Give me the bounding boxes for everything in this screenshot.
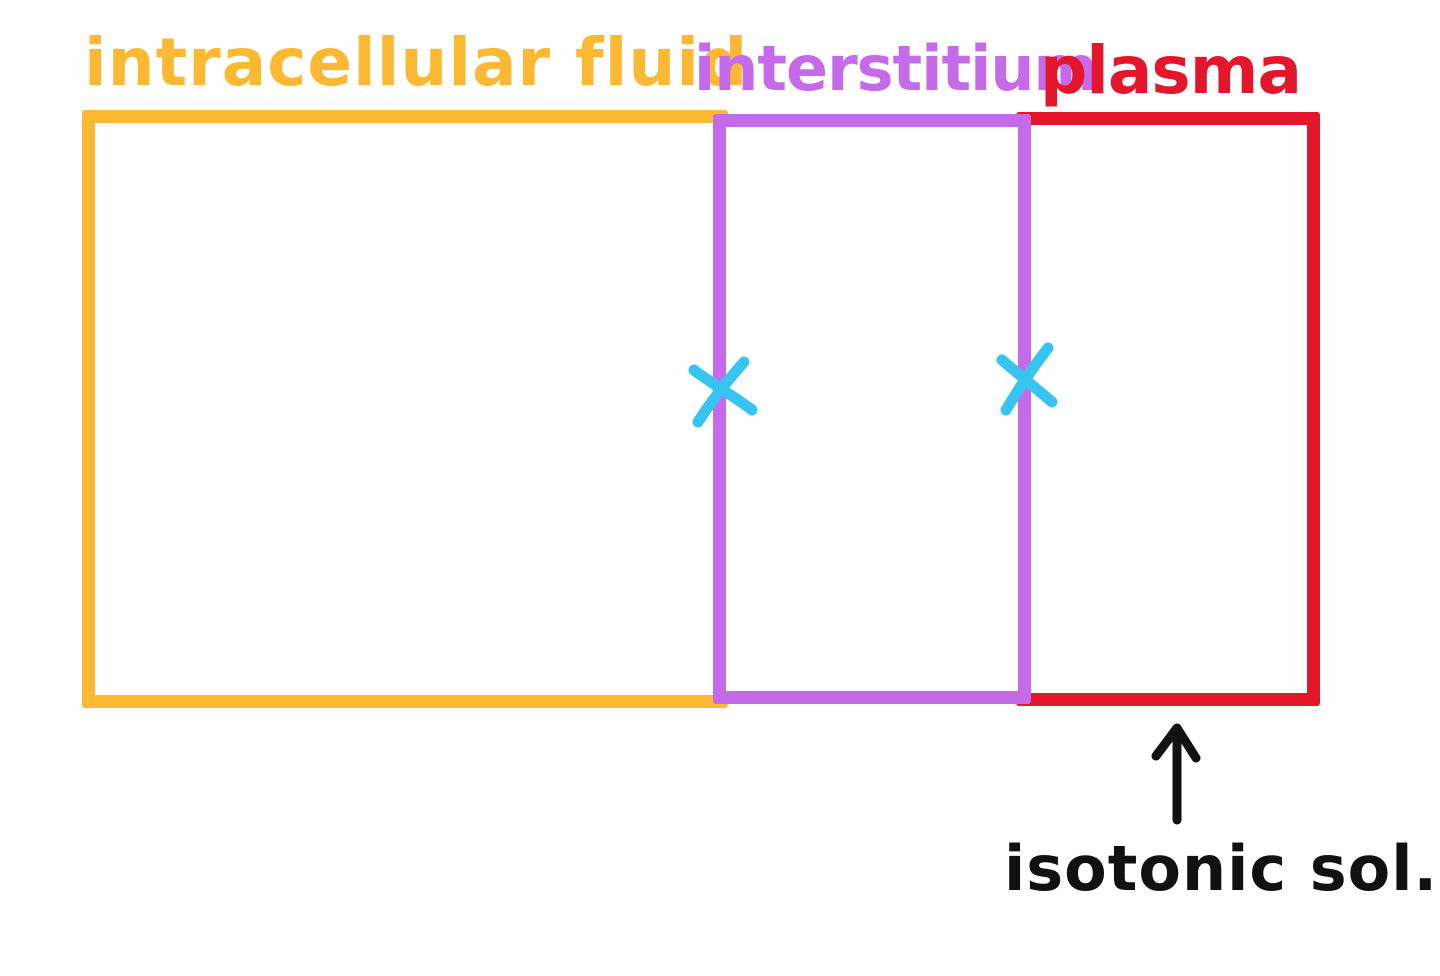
interstitium-label: interstitium [694,32,1098,105]
intracellular-fluid-label: intracellular fluid [84,24,749,101]
x-mark-icon [688,356,758,428]
interstitium-compartment [713,114,1031,704]
up-arrow-icon [1151,723,1201,825]
plasma-label: plasma [1040,32,1302,109]
intracellular-fluid-compartment [82,110,728,708]
plasma-compartment [1016,112,1320,706]
x-mark-icon [996,342,1058,416]
isotonic-solution-label: isotonic sol. [1004,832,1439,905]
